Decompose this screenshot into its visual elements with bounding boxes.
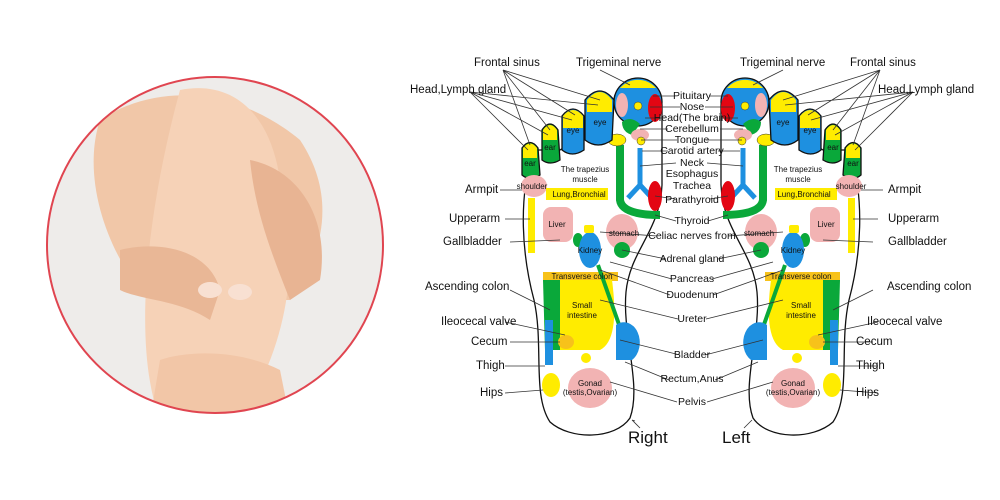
label-transverse-l: Transverse colon (770, 272, 831, 281)
label-shoulder-r: shoulder (517, 182, 548, 191)
label-ileocecal-l: Ileocecal valve (867, 316, 942, 328)
label-trachea: Trachea (673, 180, 711, 192)
label-upperarm-l: Upperarm (888, 213, 939, 225)
label-rectum-anus: Rectum,Anus (660, 373, 723, 385)
label-hips-r: Hips (480, 387, 503, 399)
label-head-brain: Head(The brain) (654, 112, 730, 124)
label-nose: Nose (680, 101, 705, 113)
label-eye-l2: eye (804, 126, 817, 135)
label-ascending-colon-r: Ascending colon (425, 281, 509, 293)
label-esophagus: Esophagus (666, 168, 719, 180)
label-trapezius-l: The trapezius (774, 165, 822, 174)
label-small-l: Small (791, 301, 811, 310)
label-stomach-l: stomach (744, 229, 774, 238)
label-transverse-r: Transverse colon (551, 272, 612, 281)
label-upperarm-r: Upperarm (449, 213, 500, 225)
label-head-lymph-l: Head,Lymph gland (878, 84, 974, 96)
label-ear-l: ear (827, 143, 839, 152)
label-eye-r2: eye (567, 126, 580, 135)
label-lung-r: Lung,Bronchial (552, 190, 606, 199)
label-muscle-l: muscle (785, 175, 811, 184)
label-gallbladder-l: Gallbladder (888, 236, 947, 248)
label-ascending-colon-l: Ascending colon (887, 281, 971, 293)
label-eye-l: eye (777, 118, 790, 127)
label-adrenal: Adrenal gland (660, 253, 725, 265)
label-pelvis: Pelvis (678, 396, 706, 408)
label-thigh-r: Thigh (476, 360, 505, 372)
label-carotid-artery: Carotid artery (660, 145, 724, 157)
label-armpit-r: Armpit (465, 184, 499, 196)
label-thyroid: Thyroid (674, 215, 709, 227)
label-tongue: Tongue (675, 134, 710, 146)
massage-photo (46, 76, 384, 414)
label-trigeminal-l: Trigeminal nerve (740, 57, 825, 69)
label-gonad-r: Gonad (578, 379, 602, 388)
label-gallbladder-r: Gallbladder (443, 236, 502, 248)
label-small-r: Small (572, 301, 592, 310)
label-kidney-r: Kidney (578, 246, 602, 255)
label-right-foot: Right (628, 428, 668, 447)
label-trapezius-r: The trapezius (561, 165, 609, 174)
label-ear-r: ear (544, 143, 556, 152)
label-gonad2-r: (testis,Ovarian) (563, 388, 618, 397)
side-labels: Frontal sinus Head,Lymph gland Trigemina… (410, 57, 974, 399)
label-gonad2-l: (testis,Ovarian) (766, 388, 821, 397)
label-eye-r: eye (594, 118, 607, 127)
label-thigh-l: Thigh (856, 360, 885, 372)
label-ear-r2: ear (524, 159, 536, 168)
label-ear-l2: ear (847, 159, 859, 168)
label-frontal-sinus-l: Frontal sinus (850, 57, 916, 69)
label-neck: Neck (680, 157, 705, 169)
label-pituitary: Pituitary (673, 90, 712, 102)
label-trigeminal-r: Trigeminal nerve (576, 57, 661, 69)
inner-labels: eye eye ear ear The trapezius muscle sho… (517, 118, 867, 397)
label-ureter: Ureter (677, 313, 707, 325)
foot-arrows (631, 419, 753, 429)
label-hips-l: Hips (856, 387, 879, 399)
label-intestine-r: intestine (567, 311, 597, 320)
label-stomach-r: stomach (609, 229, 639, 238)
label-shoulder-l: shoulder (836, 182, 867, 191)
label-intestine-l: intestine (786, 311, 816, 320)
label-liver-l: Liver (817, 220, 835, 229)
label-muscle-r: muscle (572, 175, 598, 184)
center-labels: Pituitary Nose Head(The brain) Cerebellu… (648, 90, 736, 408)
label-cerebellum: Cerebellum (665, 123, 719, 135)
label-left-foot: Left (722, 428, 751, 447)
label-gonad-l: Gonad (781, 379, 805, 388)
label-head-lymph-r: Head,Lymph gland (410, 84, 506, 96)
label-parathyroid: Parathyroid (665, 194, 719, 206)
label-liver-r: Liver (548, 220, 566, 229)
label-armpit-l: Armpit (888, 184, 922, 196)
label-duodenum: Duodenum (666, 289, 718, 301)
label-pancreas: Pancreas (670, 273, 714, 285)
leader-lines (469, 69, 914, 403)
label-lung-l: Lung,Bronchial (777, 190, 831, 199)
label-cecum-l: Cecum (856, 336, 892, 348)
label-bladder: Bladder (674, 349, 711, 361)
label-frontal-sinus-r: Frontal sinus (474, 57, 540, 69)
label-ileocecal-r: Ileocecal valve (441, 316, 516, 328)
label-cecum-r: Cecum (471, 336, 507, 348)
label-celiac: Celiac nerves from (648, 230, 736, 242)
label-kidney-l: Kidney (781, 246, 805, 255)
